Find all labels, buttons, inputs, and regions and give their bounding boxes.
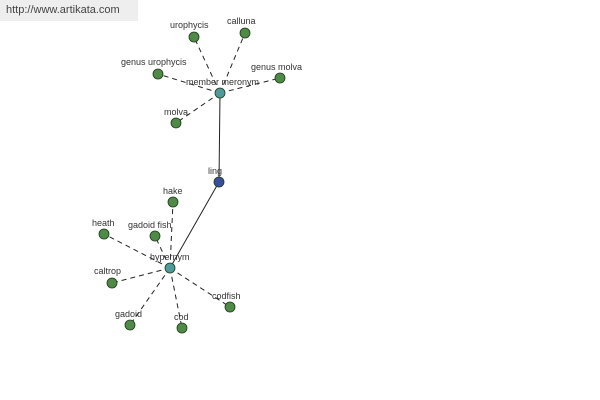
leaf-node-hake[interactable] <box>167 196 179 208</box>
leaf-node-cod[interactable] <box>176 322 188 334</box>
leaf-label-cod[interactable]: cod <box>174 312 189 322</box>
relation-node-member-meronym[interactable] <box>214 87 226 99</box>
edges <box>103 32 281 329</box>
leaf-node-caltrop[interactable] <box>106 277 118 289</box>
edge-member-meronym-genus-molva <box>219 77 281 94</box>
leaf-label-heath[interactable]: heath <box>92 218 115 228</box>
leaf-node-gadoid[interactable] <box>124 319 136 331</box>
edge-hypernym-gadoid <box>129 267 171 326</box>
leaf-label-codfish[interactable]: codfish <box>212 291 241 301</box>
leaf-label-gadoid[interactable]: gadoid <box>115 309 142 319</box>
leaf-label-urophycis[interactable]: urophycis <box>170 20 209 30</box>
edge-hypernym-codfish <box>169 267 231 308</box>
url-banner[interactable]: http://www.artikata.com <box>0 0 138 21</box>
leaf-node-gadoid-fish[interactable] <box>149 230 161 242</box>
labels: urophycis calluna genus urophycis genus mol… <box>92 16 302 322</box>
edge-hypernym-cod <box>169 267 183 329</box>
leaf-node-genus-urophycis[interactable] <box>152 68 164 80</box>
leaf-node-calluna[interactable] <box>239 27 251 39</box>
edge-ling-member-meronym <box>218 92 221 183</box>
edge-member-meronym-calluna <box>219 32 246 94</box>
leaf-label-gadoid-fish[interactable]: gadoid fish <box>128 220 172 230</box>
edge-hypernym-gadoid-fish <box>154 235 171 269</box>
relation-node-hypernym[interactable] <box>164 262 176 274</box>
leaf-node-genus-molva[interactable] <box>274 72 286 84</box>
edge-hypernym-heath <box>103 233 171 269</box>
leaf-node-codfish[interactable] <box>224 301 236 313</box>
relation-label-member-meronym[interactable]: member meronym <box>186 77 259 87</box>
leaf-node-molva[interactable] <box>170 117 182 129</box>
leaf-label-molva[interactable]: molva <box>164 107 188 117</box>
leaf-node-urophycis[interactable] <box>188 31 200 43</box>
nodes <box>98 27 286 334</box>
leaf-label-genus-molva[interactable]: genus molva <box>251 62 302 72</box>
edge-member-meronym-genus-urophycis <box>157 73 221 94</box>
relation-label-hypernym[interactable]: hypernym <box>150 252 190 262</box>
leaf-label-calluna[interactable]: calluna <box>227 16 256 26</box>
leaf-label-genus-urophycis[interactable]: genus urophycis <box>121 57 187 67</box>
edge-ling-hypernym <box>169 181 220 269</box>
edge-hypernym-hake <box>169 201 174 269</box>
edge-member-meronym-urophycis <box>193 36 221 94</box>
center-node-ling[interactable] <box>213 176 225 188</box>
edge-hypernym-caltrop <box>111 267 171 284</box>
leaf-label-hake[interactable]: hake <box>163 186 183 196</box>
leaf-label-caltrop[interactable]: caltrop <box>94 266 121 276</box>
center-label-ling[interactable]: ling <box>208 166 222 176</box>
leaf-node-heath[interactable] <box>98 228 110 240</box>
